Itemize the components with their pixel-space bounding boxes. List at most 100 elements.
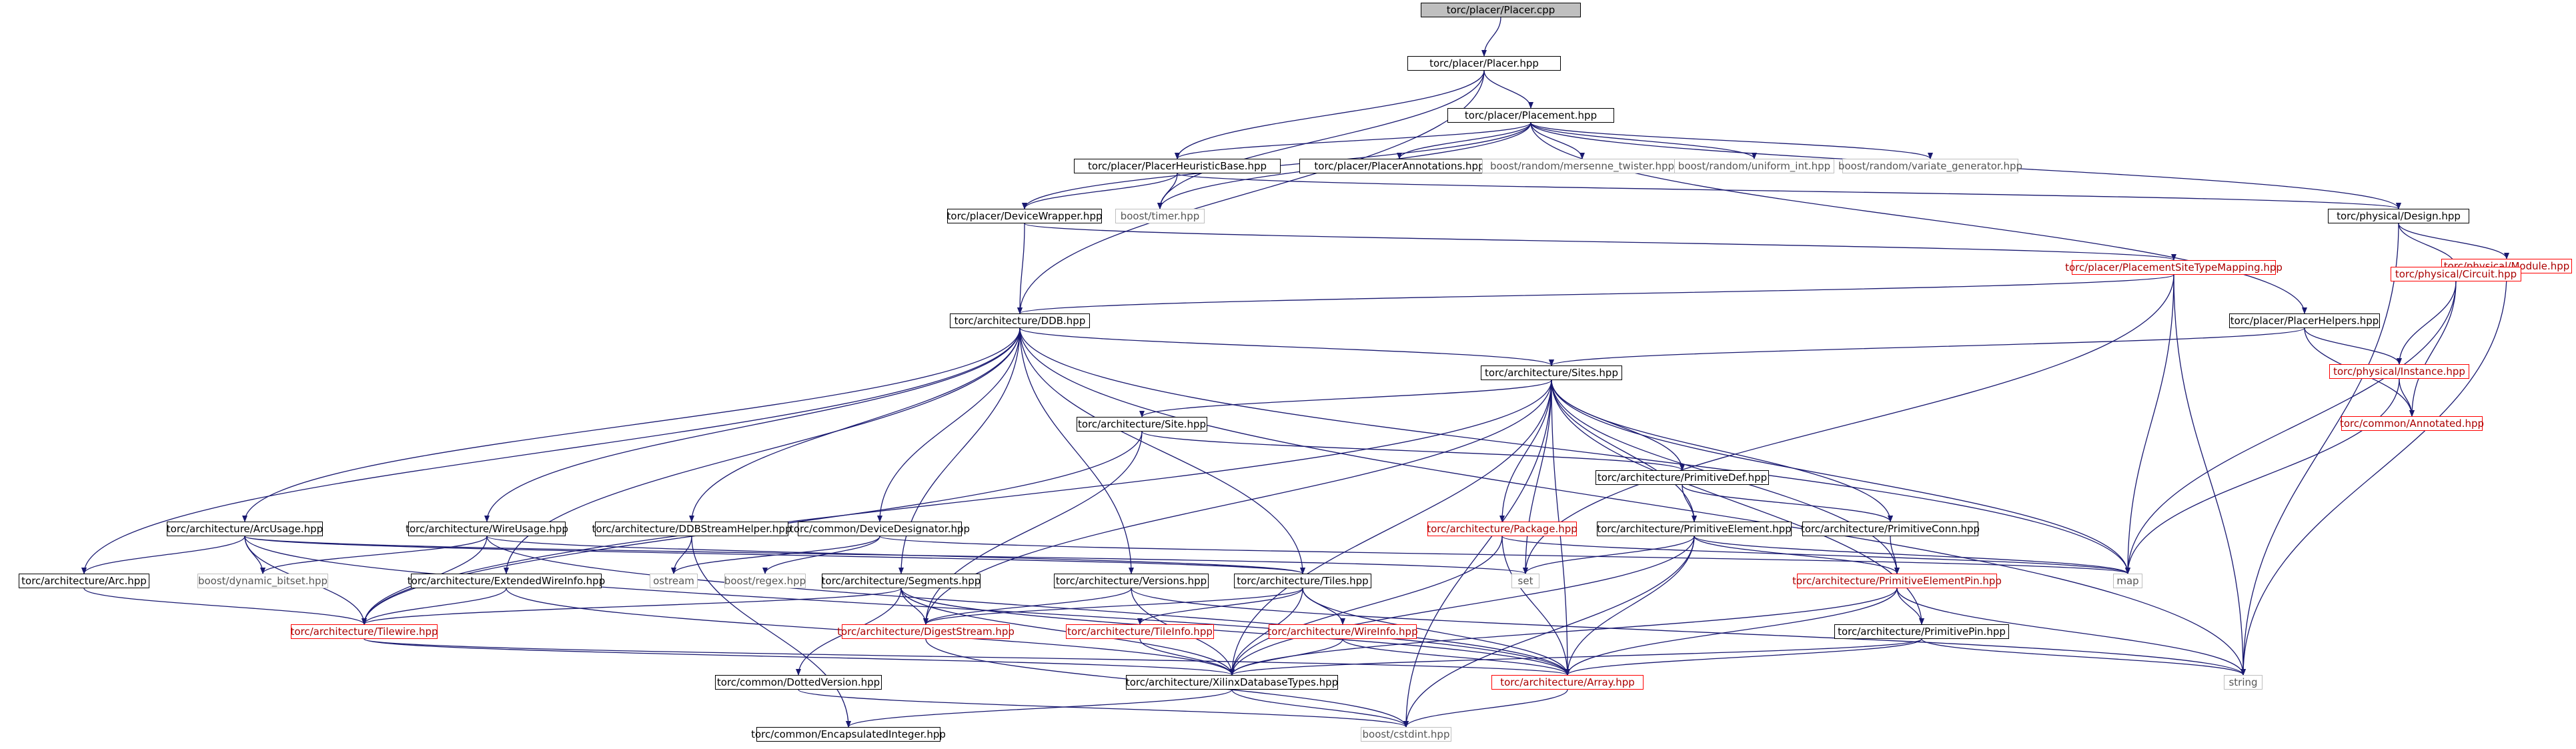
edge-devdesignator-to-map [879, 536, 2130, 574]
edge-placer_hpp-to-timer [1157, 70, 1485, 209]
node-xilinxdbtypes[interactable]: torc/architecture/XilinxDatabaseTypes.hp… [1125, 675, 1339, 690]
node-mersenne[interactable]: boost/random/mersenne_twister.hpp [1482, 159, 1682, 173]
edge-heuristic_hpp-to-timer [1157, 173, 1178, 209]
node-placer-cpp[interactable]: torc/placer/Placer.cpp [1421, 3, 1581, 17]
edge-tileinfo-to-xilinxdbtypes [1139, 638, 1235, 676]
node-ddbstream[interactable]: torc/architecture/DDBStreamHelper.hpp [592, 522, 792, 536]
edge-primitivedef-to-primelement [1682, 484, 1697, 522]
edge-sites-to-primelement [1551, 380, 1697, 522]
edge-site-to-primitivedef [1141, 431, 1685, 471]
node-primpin[interactable]: torc/architecture/PrimitivePin.hpp [1834, 624, 2009, 639]
node-tilewire[interactable]: torc/architecture/Tilewire.hpp [290, 624, 438, 639]
node-array[interactable]: torc/architecture/Array.hpp [1491, 675, 1644, 690]
edge-devicewrapper-to-psitemapping [1024, 223, 2176, 261]
edge-package-to-xilinxdbtypes [1229, 536, 1503, 676]
edge-dottedversion-to-cstdint [798, 689, 1409, 728]
node-heuristic-hpp[interactable]: torc/placer/PlacerHeuristicBase.hpp [1074, 159, 1281, 173]
edge-tilewire-to-xilinxdbtypes [364, 638, 1235, 676]
edge-ddb-to-sites [1019, 327, 1554, 366]
edge-ddb-to-wireusage [484, 327, 1021, 522]
node-variate[interactable]: boost/random/variate_generator.hpp [1838, 159, 2023, 173]
edge-placer_hpp-to-placement_hpp [1483, 70, 1533, 109]
edge-sites-to-primitivedef [1551, 380, 1685, 471]
node-wireusage[interactable]: torc/architecture/WireUsage.hpp [406, 522, 568, 536]
node-primelementpin[interactable]: torc/architecture/PrimitiveElementPin.hp… [1792, 574, 2002, 588]
node-cstdint[interactable]: boost/cstdint.hpp [1361, 727, 1451, 742]
node-primelement[interactable]: torc/architecture/PrimitiveElement.hpp [1597, 522, 1792, 536]
node-set[interactable]: set [1511, 574, 1539, 588]
node-encapint[interactable]: torc/common/EncapsulatedInteger.hpp [751, 727, 946, 742]
node-dynbitset[interactable]: boost/dynamic_bitset.hpp [197, 574, 328, 588]
node-uniform-int[interactable]: boost/random/uniform_int.hpp [1674, 159, 1834, 173]
node-string[interactable]: string [2224, 675, 2263, 690]
node-dottedversion[interactable]: torc/common/DottedVersion.hpp [715, 675, 882, 690]
node-site[interactable]: torc/architecture/Site.hpp [1077, 417, 1207, 432]
node-map[interactable]: map [2113, 574, 2142, 588]
edge-tiles-to-digeststream [923, 588, 1303, 625]
node-instance[interactable]: torc/physical/Instance.hpp [2329, 364, 2469, 379]
edge-ddb-to-map [1019, 327, 2130, 574]
node-regex[interactable]: boost/regex.hpp [724, 574, 806, 588]
edge-ddb-to-segments [898, 327, 1021, 574]
edge-placer_cpp-to-placer_hpp [1481, 17, 1501, 57]
edge-primpin-to-xilinxdbtypes [1229, 638, 1922, 676]
node-annotations-hpp[interactable]: torc/placer/PlacerAnnotations.hpp [1299, 159, 1499, 173]
edge-heuristic_hpp-to-design [1177, 173, 2401, 209]
edge-sites-to-site [1139, 380, 1552, 418]
edge-design-to-string [2240, 223, 2399, 676]
node-package[interactable]: torc/architecture/Package.hpp [1427, 522, 1577, 536]
edge-sites-to-package [1499, 380, 1552, 522]
node-ddb[interactable]: torc/architecture/DDB.hpp [950, 313, 1090, 328]
node-devicewrapper[interactable]: torc/placer/DeviceWrapper.hpp [946, 209, 1103, 223]
node-arcusage[interactable]: torc/architecture/ArcUsage.hpp [166, 522, 324, 536]
node-sites[interactable]: torc/architecture/Sites.hpp [1481, 365, 1622, 380]
node-placement-hpp[interactable]: torc/placer/Placement.hpp [1447, 108, 1614, 123]
edge-sites-to-set [1523, 380, 1552, 574]
edge-sites-to-cstdint [1403, 380, 1552, 728]
node-tileinfo[interactable]: torc/architecture/TileInfo.hpp [1066, 624, 1214, 639]
edge-devdesignator-to-ostream [671, 536, 880, 574]
node-arc[interactable]: torc/architecture/Arc.hpp [19, 574, 149, 588]
edge-heuristic_hpp-to-devicewrapper [1022, 173, 1178, 209]
edge-placement_hpp-to-variate [1530, 122, 1933, 159]
node-wireinfo[interactable]: torc/architecture/WireInfo.hpp [1267, 624, 1418, 639]
edge-module-to-string [2240, 273, 2507, 676]
edge-placerhelpers-to-sites [1549, 327, 2305, 366]
edge-primelement-to-primelementpin [1694, 536, 1900, 574]
node-tiles[interactable]: torc/architecture/Tiles.hpp [1234, 574, 1371, 588]
edge-ddb-to-tiles [1019, 327, 1305, 574]
edge-wireusage-to-dynbitset [260, 536, 488, 574]
node-annotated[interactable]: torc/common/Annotated.hpp [2339, 416, 2485, 431]
node-digeststream[interactable]: torc/architecture/DigestStream.hpp [837, 624, 1015, 639]
node-extwireinfo[interactable]: torc/architecture/ExtendedWireInfo.hpp [407, 574, 606, 588]
node-segments[interactable]: torc/architecture/Segments.hpp [821, 574, 981, 588]
node-design[interactable]: torc/physical/Design.hpp [2328, 209, 2469, 223]
edge-wireusage-to-array [486, 536, 1570, 676]
node-ostream[interactable]: ostream [650, 574, 698, 588]
node-primconn[interactable]: torc/architecture/PrimitiveConn.hpp [1800, 522, 1980, 536]
edge-primelementpin-to-array [1565, 588, 1898, 676]
node-timer[interactable]: boost/timer.hpp [1115, 209, 1205, 223]
edge-versions-to-string [1131, 588, 2246, 676]
edge-xilinxdbtypes-to-cstdint [1231, 689, 1409, 728]
edge-placement_hpp-to-placerhelpers [1530, 122, 2307, 314]
edge-psitemapping-to-map [2125, 274, 2174, 574]
edge-tiles-to-array [1302, 588, 1570, 676]
node-placer-hpp[interactable]: torc/placer/Placer.hpp [1407, 56, 1561, 71]
edge-sites-to-primconn [1551, 380, 1893, 522]
node-placerhelpers[interactable]: torc/placer/PlacerHelpers.hpp [2229, 313, 2380, 328]
node-versions[interactable]: torc/architecture/Versions.hpp [1054, 574, 1209, 588]
node-primitivedef[interactable]: torc/architecture/PrimitiveDef.hpp [1595, 470, 1769, 485]
edge-primelement-to-xilinxdbtypes [1229, 536, 1695, 676]
node-psitemapping[interactable]: torc/placer/PlacementSiteTypeMapping.hpp [2065, 260, 2283, 275]
node-devdesignator[interactable]: torc/common/DeviceDesignator.hpp [789, 522, 971, 536]
edge-primelement-to-cstdint [1403, 536, 1695, 728]
edge-psitemapping-to-set [1523, 274, 2174, 574]
node-circuit[interactable]: torc/physical/Circuit.hpp [2391, 267, 2521, 281]
edge-array-to-cstdint [1403, 689, 1568, 728]
edge-instance-to-map [2125, 378, 2400, 574]
edge-devdesignator-to-regex [762, 536, 880, 574]
edge-placement_hpp-to-heuristic_hpp [1175, 122, 1531, 159]
edge-primelement-to-array [1565, 536, 1695, 676]
edge-arcusage-to-array [244, 536, 1570, 676]
